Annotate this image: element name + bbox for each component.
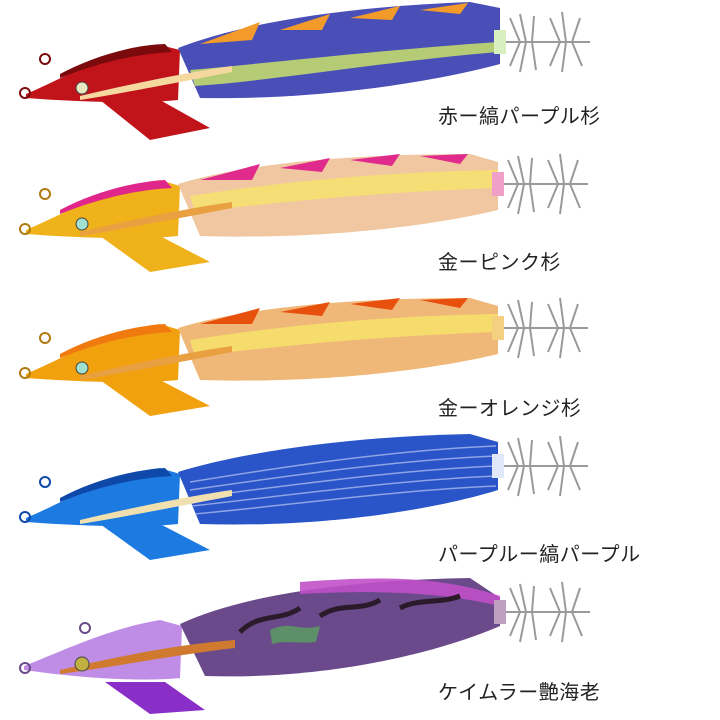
snap-eye-ring xyxy=(19,662,31,674)
product-label: 金ーピンク杉 xyxy=(438,250,561,274)
squid-jig-gold-pink[interactable]: 金ーピンク杉 xyxy=(0,140,720,284)
squid-jig-keimura-glossy-shrimp[interactable]: ケイムラー艶海老 xyxy=(0,572,720,716)
feather xyxy=(80,66,232,100)
line-eye-ring xyxy=(39,53,51,65)
squid-jig-purple-striped-purple[interactable]: パープルー縞パープル xyxy=(0,428,720,572)
feather xyxy=(80,346,232,380)
snap-eye-ring xyxy=(19,511,31,523)
eye xyxy=(75,361,89,375)
head-shadow xyxy=(60,180,172,214)
line-eye-ring xyxy=(79,622,91,634)
sinker-fin xyxy=(100,100,210,140)
squid-jig-image xyxy=(19,2,590,140)
squid-jig-image xyxy=(19,434,588,560)
eye xyxy=(74,656,90,672)
product-label: 赤ー縞パープル杉 xyxy=(438,104,601,128)
sinker-fin xyxy=(100,380,210,416)
eye xyxy=(75,81,89,95)
eye xyxy=(75,217,89,231)
head-shadow xyxy=(60,44,172,78)
squid-hooks xyxy=(504,297,588,359)
head-shadow xyxy=(60,468,172,502)
squid-hooks xyxy=(504,153,588,215)
feather xyxy=(60,640,235,674)
product-label: ケイムラー艶海老 xyxy=(438,680,601,704)
feather xyxy=(80,202,232,236)
body-dark-pattern xyxy=(238,593,461,634)
body-stripes xyxy=(189,445,497,515)
sinker-fin xyxy=(100,236,210,272)
squid-jig-gold-orange[interactable]: 金ーオレンジ杉 xyxy=(0,284,720,428)
tail-cap xyxy=(492,454,504,478)
snap-eye-ring xyxy=(19,223,31,235)
sinker-head xyxy=(24,620,182,680)
body-dorsal-stripes xyxy=(200,154,468,180)
squid-jig-red-striped-purple[interactable]: 赤ー縞パープル杉 xyxy=(0,0,720,144)
tail-cap xyxy=(492,172,504,196)
line-eye-ring xyxy=(39,476,51,488)
snap-eye-ring xyxy=(19,87,31,99)
sinker-fin xyxy=(105,682,205,714)
squid-jig-image xyxy=(19,153,588,272)
head-shadow xyxy=(60,324,172,358)
body-pink-top xyxy=(300,578,500,606)
tail-cap xyxy=(494,30,506,54)
tail-cap xyxy=(492,316,504,340)
body-green-patch xyxy=(270,625,320,644)
squid-hooks xyxy=(504,435,588,497)
tail-cap xyxy=(494,600,506,624)
body-dorsal-stripes xyxy=(200,3,468,44)
squid-jig-image xyxy=(19,297,588,416)
body-dorsal-stripes xyxy=(200,298,468,324)
body-belly-stripe xyxy=(190,42,498,86)
body-yellow-band xyxy=(190,314,498,356)
snap-eye-ring xyxy=(19,367,31,379)
feather xyxy=(80,490,232,524)
line-eye-ring xyxy=(39,188,51,200)
squid-jig-image xyxy=(19,578,590,714)
squid-hooks xyxy=(506,581,590,643)
product-label: 金ーオレンジ杉 xyxy=(438,396,582,420)
body-yellow-band xyxy=(190,170,498,212)
sinker-fin xyxy=(100,524,210,560)
squid-hooks xyxy=(506,11,590,73)
line-eye-ring xyxy=(39,332,51,344)
product-label: パープルー縞パープル xyxy=(438,542,641,566)
